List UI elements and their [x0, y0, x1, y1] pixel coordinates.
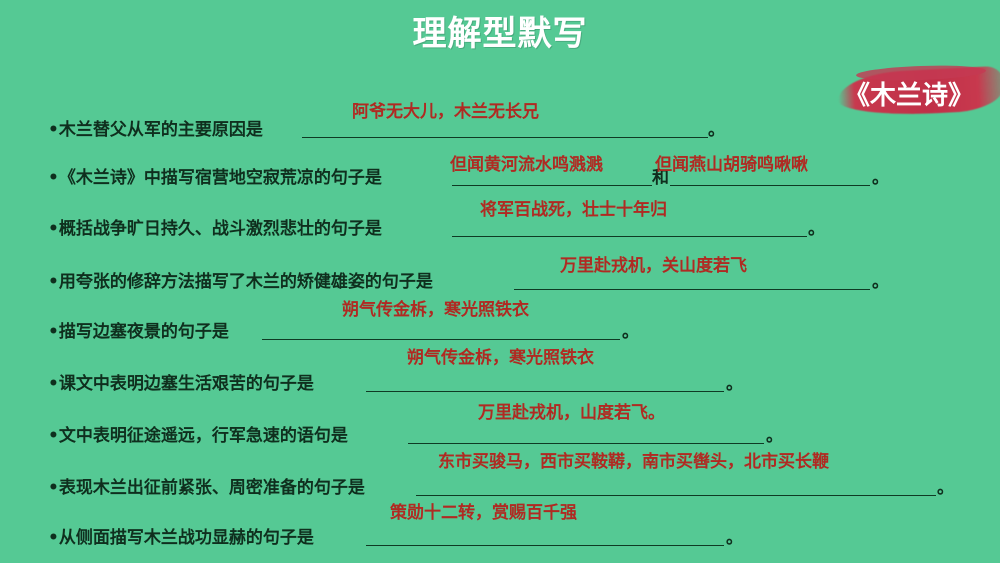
badge-text: 《木兰诗》: [844, 81, 975, 111]
answer-blank: [514, 289, 870, 290]
question-stem: •表现木兰出征前紧张、周密准备的句子是: [48, 478, 365, 498]
period: 。: [872, 168, 889, 188]
period: 。: [726, 528, 743, 548]
poem-title-badge: 《木兰诗》: [836, 63, 1000, 119]
period: 。: [937, 478, 954, 498]
answer-blank: [302, 137, 708, 138]
answer-text: 万里赴戎机，关山度若飞: [560, 256, 747, 276]
answer-blank: [366, 391, 724, 392]
answer-text: 将军百战死，壮士十年归: [480, 200, 667, 220]
period: 。: [872, 272, 889, 292]
question-stem: •用夸张的修辞方法描写了木兰的矫健雄姿的句子是: [48, 272, 433, 292]
connector-text: 和: [652, 168, 669, 188]
answer-text: 但闻燕山胡骑鸣啾啾: [655, 155, 808, 175]
answer-text: 策勋十二转，赏赐百千强: [390, 503, 577, 523]
question-item: •从侧面描写木兰战功显赫的句子是 。: [48, 518, 798, 548]
question-item: •概括战争旷日持久、战斗激烈悲壮的句子是 。: [48, 209, 948, 239]
answer-text: 阿爷无大儿，木兰无长兄: [352, 102, 539, 122]
period: 。: [708, 120, 725, 140]
answer-blank: [452, 236, 807, 237]
answer-text: 但闻黄河流水鸣溅溅: [450, 155, 603, 175]
question-item: •用夸张的修辞方法描写了木兰的矫健雄姿的句子是 。: [48, 262, 948, 292]
answer-text: 朔气传金柝，寒光照铁衣: [342, 300, 529, 320]
question-item: •文中表明征途遥远，行军急速的语句是 。: [48, 416, 848, 446]
question-item: •描写边塞夜景的句子是 。: [48, 312, 748, 342]
period: 。: [808, 219, 825, 239]
period: 。: [766, 426, 783, 446]
question-stem: •木兰替父从军的主要原因是: [48, 120, 263, 140]
question-stem: •描写边塞夜景的句子是: [48, 322, 229, 342]
question-item: •课文中表明边塞生活艰苦的句子是 。: [48, 364, 798, 394]
answer-text: 东市买骏马，西市买鞍鞯，南市买辔头，北市买长鞭: [438, 452, 829, 472]
answer-text: 万里赴戎机，山度若飞。: [478, 403, 665, 423]
question-item: •木兰替父从军的主要原因是 。: [48, 110, 748, 140]
question-item: •表现木兰出征前紧张、周密准备的句子是 。: [48, 468, 998, 498]
question-stem: •《木兰诗》中描写宿营地空寂荒凉的句子是: [48, 168, 382, 188]
answer-text: 朔气传金柝，寒光照铁衣: [407, 348, 594, 368]
question-stem: •课文中表明边塞生活艰苦的句子是: [48, 374, 314, 394]
period: 。: [726, 374, 743, 394]
question-stem: •从侧面描写木兰战功显赫的句子是: [48, 528, 314, 548]
answer-blank: [366, 545, 724, 546]
question-item: •《木兰诗》中描写宿营地空寂荒凉的句子是 和 。: [48, 158, 948, 188]
answer-blank: [416, 495, 936, 496]
answer-blank: [408, 443, 764, 444]
question-stem: •概括战争旷日持久、战斗激烈悲壮的句子是: [48, 219, 382, 239]
page-title: 理解型默写: [412, 14, 588, 54]
period: 。: [622, 322, 639, 342]
answer-blank: [262, 339, 620, 340]
question-stem: •文中表明征途遥远，行军急速的语句是: [48, 426, 348, 446]
answer-blank: [452, 185, 652, 186]
answer-blank: [670, 185, 870, 186]
